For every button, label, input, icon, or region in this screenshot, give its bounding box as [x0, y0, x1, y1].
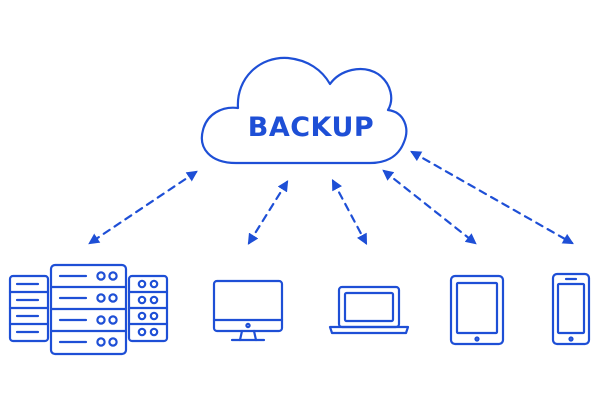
arrow-to-server — [88, 170, 198, 245]
server-rack-icon — [8, 263, 169, 356]
arrow-to-phone — [410, 150, 574, 245]
server-main — [49, 263, 128, 356]
connection-arrows — [88, 150, 574, 245]
arrow-to-desktop — [247, 180, 289, 245]
arrow-to-tablet — [382, 169, 477, 245]
smartphone-icon — [551, 272, 591, 346]
cloud-icon — [200, 56, 408, 165]
server-side-left — [8, 274, 50, 343]
tablet-icon — [449, 274, 505, 346]
desktop-monitor-icon — [212, 279, 284, 342]
laptop-icon — [328, 285, 410, 335]
server-side-right — [127, 274, 169, 343]
cloud-label: BACKUP — [248, 112, 374, 143]
arrow-to-laptop — [331, 179, 368, 245]
